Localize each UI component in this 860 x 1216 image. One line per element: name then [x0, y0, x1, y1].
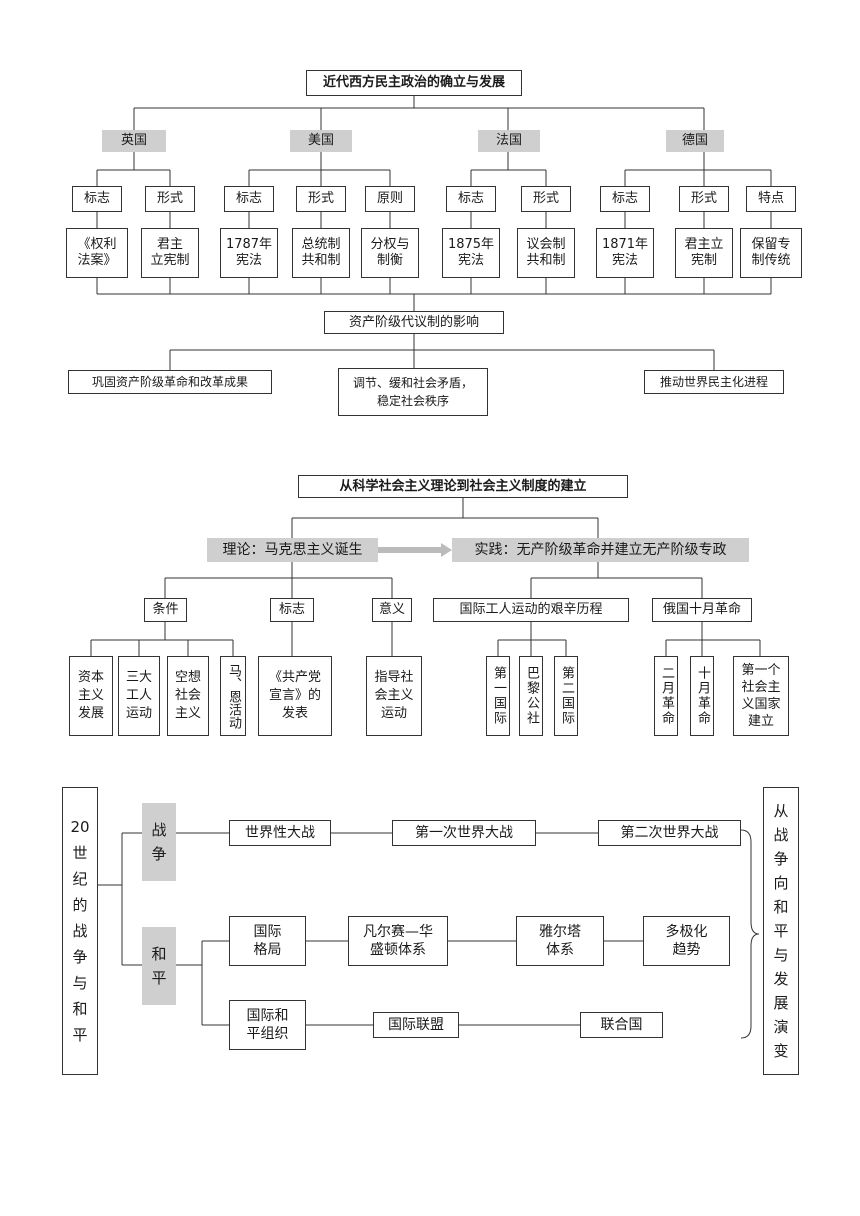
league-of-nations-box: 国际联盟 [373, 1012, 459, 1038]
condition-label: 条件 [144, 598, 187, 622]
effect-consolidate: 巩固资产阶级革命和改革成果 [68, 370, 272, 394]
effect-regulate: 调节、缓和社会矛盾， 稳定社会秩序 [338, 368, 488, 416]
de-feature-label: 特点 [746, 186, 796, 212]
de-feature-value: 保留专 制传统 [740, 228, 802, 278]
uk-sign-label: 标志 [72, 186, 122, 212]
second-international: 第二国际 [554, 656, 578, 736]
february-revolution: 二月革命 [654, 656, 678, 736]
peace-org-box: 国际和 平组织 [229, 1000, 306, 1050]
ww1-box: 第一次世界大战 [392, 820, 536, 846]
de-form-label: 形式 [679, 186, 729, 212]
country-uk: 英国 [102, 130, 166, 152]
us-principle-label: 原则 [365, 186, 415, 212]
us-form-label: 形式 [296, 186, 346, 212]
peace-label: 和 平 [142, 927, 176, 1005]
world-war-box: 世界性大战 [229, 820, 331, 846]
theory-box: 理论：马克思主义诞生 [207, 538, 378, 562]
us-principle-value: 分权与 制衡 [361, 228, 419, 278]
country-us: 美国 [290, 130, 352, 152]
us-form-value: 总统制 共和制 [292, 228, 350, 278]
country-fr: 法国 [478, 130, 540, 152]
uk-sign-value: 《权利 法案》 [66, 228, 128, 278]
meaning-label: 意义 [372, 598, 412, 622]
us-sign-label: 标志 [224, 186, 274, 212]
october-revolution-box: 俄国十月革命 [652, 598, 752, 622]
cond-capitalism: 资本 主义 发展 [69, 656, 113, 736]
paris-commune: 巴黎公社 [519, 656, 543, 736]
de-sign-value: 1871年 宪法 [596, 228, 654, 278]
de-form-value: 君主立 宪制 [675, 228, 733, 278]
intl-movement-box: 国际工人运动的艰辛历程 [433, 598, 629, 622]
d2-title: 从科学社会主义理论到社会主义制度的建立 [298, 475, 628, 498]
multipolar-box: 多极化 趋势 [643, 916, 730, 966]
fr-sign-value: 1875年 宪法 [442, 228, 500, 278]
united-nations-box: 联合国 [580, 1012, 663, 1038]
versailles-washington-box: 凡尔赛—华 盛顿体系 [348, 916, 448, 966]
left-vertical-title: 20 世 纪 的 战 争 与 和 平 [62, 787, 98, 1075]
guide-box: 指导社 会主义 运动 [366, 656, 422, 736]
cond-marx-engels: 马、恩活动 [220, 656, 246, 736]
d1-title: 近代西方民主政治的确立与发展 [306, 70, 522, 96]
fr-form-value: 议会制 共和制 [517, 228, 575, 278]
first-socialist-state: 第一个 社会主 义国家 建立 [733, 656, 789, 736]
practice-box: 实践：无产阶级革命并建立无产阶级专政 [452, 538, 749, 562]
fr-sign-label: 标志 [446, 186, 496, 212]
us-sign-value: 1787年 宪法 [220, 228, 278, 278]
manifesto-box: 《共产党 宣言》的 发表 [258, 656, 332, 736]
uk-form-label: 形式 [145, 186, 195, 212]
right-vertical-title: 从 战 争 向 和 平 与 发 展 演 变 [763, 787, 799, 1075]
cond-workers-movements: 三大 工人 运动 [118, 656, 160, 736]
sign-label: 标志 [270, 598, 314, 622]
effect-democratize: 推动世界民主化进程 [644, 370, 784, 394]
yalta-box: 雅尔塔 体系 [516, 916, 604, 966]
de-sign-label: 标志 [600, 186, 650, 212]
october-revolution: 十月革命 [690, 656, 714, 736]
country-de: 德国 [666, 130, 724, 152]
first-international: 第一国际 [486, 656, 510, 736]
ww2-box: 第二次世界大战 [598, 820, 741, 846]
impact-box: 资产阶级代议制的影响 [324, 311, 504, 334]
fr-form-label: 形式 [521, 186, 571, 212]
uk-form-value: 君主 立宪制 [141, 228, 199, 278]
war-label: 战 争 [142, 803, 176, 881]
cond-utopian-socialism: 空想 社会 主义 [167, 656, 209, 736]
intl-pattern-box: 国际 格局 [229, 916, 306, 966]
